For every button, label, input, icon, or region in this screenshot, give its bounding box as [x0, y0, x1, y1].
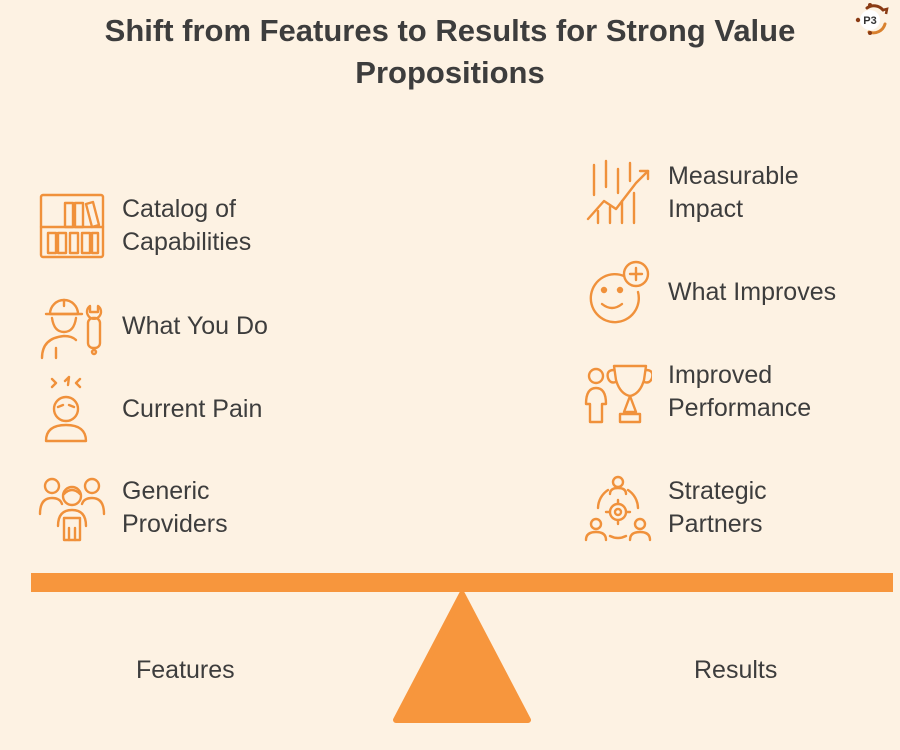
result-item-strategic-partners: Strategic Partners [584, 474, 858, 542]
feature-item-catalog: Catalog of Capabilities [38, 192, 312, 260]
feature-item-current-pain: Current Pain [38, 375, 262, 443]
stressed-person-icon [38, 375, 106, 443]
features-side-label: Features [136, 656, 235, 684]
logo-text: P3 [863, 15, 876, 27]
bookshelf-icon [38, 192, 106, 260]
feature-item-what-you-do: What You Do [38, 292, 268, 360]
smiley-plus-icon [584, 258, 652, 326]
results-side-label: Results [694, 656, 778, 684]
result-label: What Improves [668, 277, 837, 306]
person-trophy-icon [584, 358, 652, 426]
result-item-improved-performance: Improved Performance [584, 358, 858, 426]
result-item-measurable-impact: Measurable Impact [584, 159, 858, 227]
result-label: Strategic Partners [668, 477, 767, 538]
growth-chart-icon [584, 159, 652, 227]
fulcrum-triangle [392, 590, 532, 725]
logo: P3 [853, 2, 895, 38]
result-label: Improved Performance [668, 361, 812, 422]
feature-label: Current Pain [122, 394, 263, 423]
worker-wrench-icon [38, 292, 106, 360]
partners-gear-icon [584, 474, 652, 542]
result-item-what-improves: What Improves [584, 258, 836, 326]
balance-beam [31, 573, 893, 592]
feature-label: Catalog of Capabilities [122, 195, 252, 256]
page-title: Shift from Features to Results for Stron… [104, 13, 796, 90]
feature-item-generic-providers: Generic Providers [38, 474, 312, 542]
group-people-icon [38, 474, 106, 542]
feature-label: Generic Providers [122, 477, 228, 538]
feature-label: What You Do [122, 311, 268, 340]
result-label: Measurable Impact [668, 162, 799, 223]
